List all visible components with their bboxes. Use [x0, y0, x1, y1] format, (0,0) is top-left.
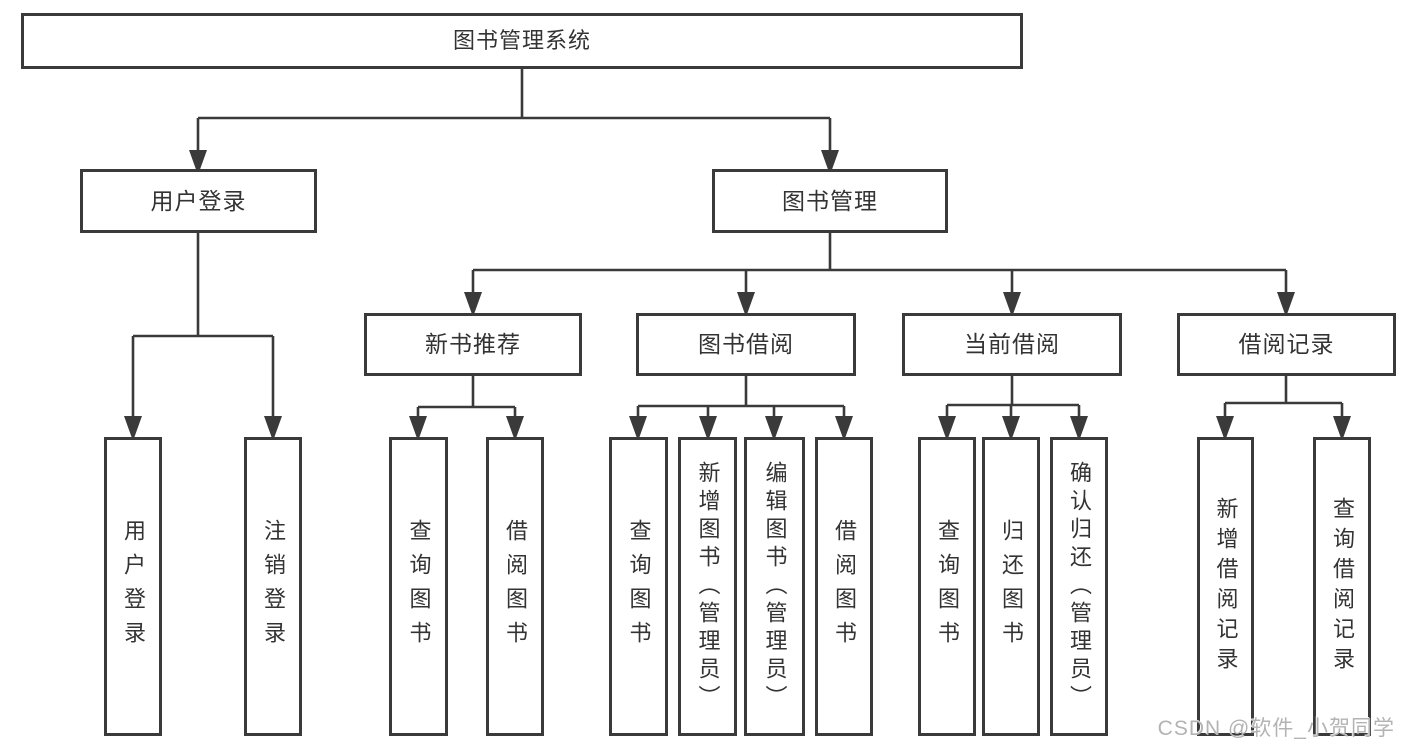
leaf-label: 查询图书 [935, 518, 960, 655]
leaf-borrow-books-borrowing: 借阅图书 [815, 437, 873, 736]
leaf-label: 确认归还（管理员） [1067, 460, 1092, 713]
node-label: 当前借阅 [964, 331, 1060, 357]
node-label: 新书推荐 [425, 331, 521, 357]
node-user-login: 用户登录 [80, 169, 317, 233]
leaf-borrow-books-recommend: 借阅图书 [486, 437, 544, 736]
leaf-query-books-borrowing: 查询图书 [609, 437, 668, 736]
leaf-label: 注销登录 [261, 518, 286, 655]
node-current-borrowing: 当前借阅 [902, 313, 1122, 376]
leaf-label: 用户登录 [121, 518, 146, 655]
node-library-management-system: 图书管理系统 [21, 13, 1023, 69]
leaf-label: 归还图书 [999, 518, 1024, 655]
leaf-label: 查询图书 [626, 518, 652, 655]
csdn-watermark: CSDN @软件_小贺同学 [1157, 717, 1395, 740]
node-label: 图书借阅 [698, 331, 794, 357]
leaf-label: 新增图书（管理员） [695, 460, 721, 713]
leaf-label: 编辑图书（管理员） [762, 460, 788, 713]
node-book-borrowing: 图书借阅 [636, 313, 856, 376]
leaf-edit-book-admin: 编辑图书（管理员） [744, 437, 805, 736]
leaf-label: 查询图书 [406, 518, 432, 655]
node-label: 借阅记录 [1238, 331, 1335, 357]
leaf-confirm-return-admin: 确认归还（管理员） [1050, 437, 1108, 736]
leaf-label: 查询借阅记录 [1330, 496, 1355, 677]
leaf-query-borrow-record: 查询借阅记录 [1313, 437, 1371, 736]
leaf-label: 借阅图书 [503, 518, 528, 655]
leaf-user-login: 用户登录 [104, 437, 162, 736]
leaf-query-books-current: 查询图书 [918, 437, 976, 736]
leaf-label: 新增借阅记录 [1213, 496, 1239, 677]
node-label: 用户登录 [150, 187, 247, 214]
leaf-label: 借阅图书 [832, 518, 857, 655]
leaf-add-book-admin: 新增图书（管理员） [678, 437, 737, 736]
leaf-query-books-recommend: 查询图书 [389, 437, 448, 736]
node-new-book-recommendation: 新书推荐 [364, 313, 582, 376]
leaf-return-books: 归还图书 [982, 437, 1040, 736]
leaf-logout-login: 注销登录 [244, 437, 302, 736]
node-borrowing-records: 借阅记录 [1177, 313, 1396, 376]
node-label: 图书管理系统 [452, 28, 591, 53]
node-book-management: 图书管理 [712, 169, 948, 233]
node-label: 图书管理 [782, 187, 878, 214]
leaf-new-borrow-record: 新增借阅记录 [1197, 437, 1254, 736]
